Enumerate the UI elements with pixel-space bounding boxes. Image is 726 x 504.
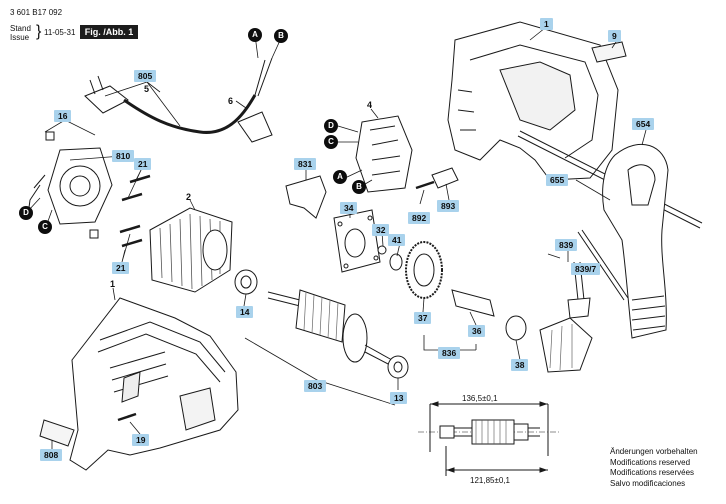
callout-6: 6 xyxy=(228,96,234,106)
callout-805: 805 xyxy=(134,70,157,82)
callout-16: 16 xyxy=(54,110,72,122)
callout-1-bottom: 1 xyxy=(110,279,116,289)
ball-32 xyxy=(377,245,387,255)
connector-d-left: D xyxy=(19,206,33,220)
cover-piece-9 xyxy=(591,41,627,63)
dimension-top: 136,5±0,1 xyxy=(462,394,498,403)
switch-cover-831 xyxy=(285,175,327,219)
callout-892: 892 xyxy=(408,212,431,224)
connector-a-top: A xyxy=(248,28,262,42)
spindle-36 xyxy=(451,289,495,317)
rear-housing-shell xyxy=(447,21,619,181)
callout-21-lower: 21 xyxy=(112,262,130,274)
auxiliary-handle xyxy=(577,143,669,339)
note-line-fr: Modifications reservées xyxy=(610,468,695,477)
note-line-de: Änderungen vorbehalten xyxy=(610,447,698,456)
modifications-note: Änderungen vorbehalten Modifications res… xyxy=(610,447,698,489)
callout-893: 893 xyxy=(437,200,460,212)
gear-37 xyxy=(405,241,443,299)
bearing-13 xyxy=(387,355,409,379)
callout-19: 19 xyxy=(132,434,150,446)
armature xyxy=(267,289,393,367)
doc-number: 3 601 B17 092 xyxy=(10,8,63,17)
callout-810: 810 xyxy=(112,150,135,162)
leader-lines xyxy=(27,27,647,449)
callout-808: 808 xyxy=(40,449,63,461)
callout-5: 5 xyxy=(144,84,150,94)
stand-label: Stand xyxy=(10,24,31,33)
connector-b-mid: B xyxy=(352,180,366,194)
connector-a-mid: A xyxy=(333,170,347,184)
callout-839: 839 xyxy=(555,239,578,251)
power-cord xyxy=(84,57,273,143)
callout-41: 41 xyxy=(388,234,406,246)
field-stator xyxy=(149,207,233,293)
screw-19 xyxy=(117,412,137,422)
dimension-bottom: 121,85±0,1 xyxy=(470,476,510,485)
callout-655: 655 xyxy=(546,174,569,186)
figure-label: Fig. /Abb. 1 xyxy=(80,25,138,39)
note-line-es: Salvo modificaciones xyxy=(610,478,686,488)
plate-808 xyxy=(39,419,75,447)
callout-4: 4 xyxy=(367,100,373,110)
callout-14: 14 xyxy=(236,306,254,318)
callout-32: 32 xyxy=(372,224,390,236)
issue-date: 11-05-31 xyxy=(44,28,76,37)
callout-803: 803 xyxy=(304,380,327,392)
callout-839-7: 839/7 xyxy=(571,263,601,275)
header-brace: } xyxy=(36,23,42,40)
switch-module xyxy=(355,115,413,193)
connector-b-top: B xyxy=(274,29,288,43)
connector-c-mid: C xyxy=(324,135,338,149)
connector-c-left: C xyxy=(38,220,52,234)
callout-34: 34 xyxy=(340,202,358,214)
brush-holder-assembly xyxy=(27,131,113,239)
callout-2: 2 xyxy=(186,192,192,202)
callout-831: 831 xyxy=(294,158,317,170)
callout-13: 13 xyxy=(390,392,408,404)
pinion-41 xyxy=(389,253,403,271)
callout-38: 38 xyxy=(511,359,529,371)
callout-654: 654 xyxy=(632,118,655,130)
sleeve-38 xyxy=(505,315,527,341)
chuck-839 xyxy=(539,261,593,373)
callout-21-upper: 21 xyxy=(134,158,152,170)
note-line-en: Modifications reserved xyxy=(610,457,691,467)
bearing-14 xyxy=(234,269,258,295)
callout-37: 37 xyxy=(414,312,432,324)
issue-label: Issue xyxy=(10,33,30,42)
armature-dimension-drawing xyxy=(418,401,560,476)
front-housing-shell xyxy=(69,297,239,471)
callout-1-top: 1 xyxy=(540,18,553,30)
callout-836: 836 xyxy=(438,347,461,359)
field-screws xyxy=(119,174,151,248)
bearing-plate-34 xyxy=(333,209,381,273)
part-893 xyxy=(431,167,459,189)
callout-9: 9 xyxy=(608,30,621,42)
connector-d-mid: D xyxy=(324,119,338,133)
screw-892 xyxy=(415,180,435,190)
callout-36: 36 xyxy=(468,325,486,337)
